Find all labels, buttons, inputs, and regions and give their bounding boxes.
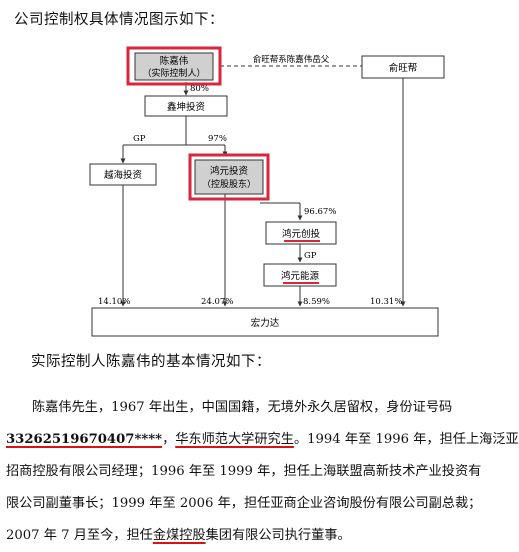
- yuehai-box: [89, 163, 157, 186]
- hongli-box: [91, 307, 439, 337]
- diagram-heading: 公司控制权具体情况图示如下：: [14, 12, 224, 28]
- company-name: 金煤控股: [152, 528, 206, 543]
- bio-line-3: 招商控股有限公司经理；1996 年至 1999 年，担任上海联盟高新技术产业投资…: [6, 464, 482, 479]
- label-97: 97%: [208, 134, 227, 144]
- bio-line-2-rest: 。1994 年至 1996 年，担任上海泛亚: [293, 432, 519, 447]
- controller-box: [134, 52, 214, 81]
- bio-line-5-a: 2007 年 7 月至今，担任: [6, 528, 153, 543]
- label-859: 8.59%: [303, 297, 330, 307]
- label-1031: 10.31%: [370, 297, 402, 307]
- bio-paragraph: 陈嘉伟先生，1967 年出生，中国国籍，无境外永久居留权，身份证号码 33262…: [6, 392, 519, 552]
- id-number: 33262519670407****: [6, 432, 163, 447]
- label-2407: 24.07%: [201, 297, 233, 307]
- hongyuan-box: [194, 159, 264, 195]
- bio-line-5: 2007 年 7 月至今，担任金煤控股集团有限公司执行董事。: [6, 520, 510, 552]
- controller-name: 陈嘉伟: [160, 55, 189, 67]
- hongyuan-role: （控股股东）: [202, 178, 256, 190]
- label-gp-1: GP: [133, 134, 146, 144]
- bio-line-1: 陈嘉伟先生，1967 年出生，中国国籍，无境外永久居留权，身份证号码: [32, 400, 453, 415]
- bio-line-5-c: 集团有限公司执行董事。: [205, 528, 351, 543]
- chuangtou-box: [265, 221, 337, 245]
- comma: ，: [162, 432, 176, 447]
- bio-line-2: 33262519670407****，华东师范大学研究生。1994 年至 199…: [6, 424, 519, 456]
- bio-line-4: 限公司副董事长；1999 年至 2006 年，担任亚商企业咨询股份有限公司副总裁…: [6, 496, 482, 511]
- controller-highlight: [126, 46, 222, 86]
- yu-name: 俞旺帮: [389, 62, 418, 74]
- label-1410: 14.10%: [98, 297, 130, 307]
- hongyuan-highlight: [188, 153, 270, 201]
- label-gp-2: GP: [304, 251, 317, 261]
- nengyuan-name: 鸿元能源: [281, 270, 320, 282]
- xinkun-name: 鑫坤投资: [167, 101, 206, 113]
- school-name: 华东师范大学研究生: [175, 432, 294, 447]
- hongyuan-name: 鸿元投资: [210, 165, 249, 177]
- nengyuan-box: [263, 263, 337, 287]
- label-80: 80%: [190, 84, 209, 94]
- yuehai-name: 越海投资: [104, 169, 143, 181]
- xinkun-box: [144, 95, 228, 117]
- hongli-name: 宏力达: [251, 317, 280, 329]
- yu-box: [361, 55, 445, 79]
- relation-label: 俞旺帮系陈嘉伟岳父: [253, 54, 330, 65]
- label-9667: 96.67%: [304, 207, 336, 217]
- chuangtou-name: 鸿元创投: [282, 228, 321, 240]
- controller-role: （实际控制人）: [142, 67, 205, 79]
- bio-heading: 实际控制人陈嘉伟的基本情况如下：: [31, 354, 271, 370]
- ownership-diagram: 陈嘉伟 （实际控制人） 俞旺帮 俞旺帮系陈嘉伟岳父 鑫坤投资 越海投资 鸿元投资…: [89, 46, 445, 337]
